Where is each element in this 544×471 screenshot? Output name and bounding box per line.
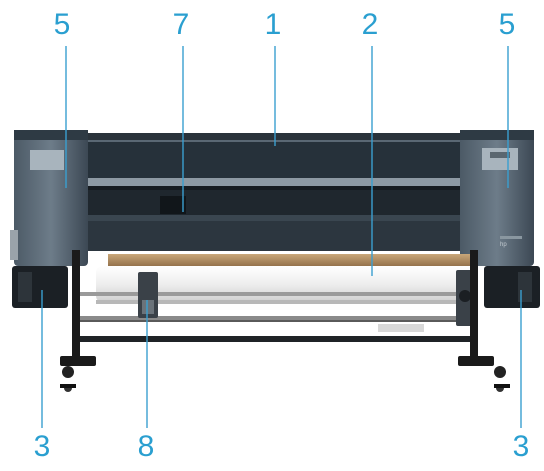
right-housing: [460, 130, 534, 266]
brand-mark: hp: [500, 242, 507, 248]
paper-roll-top: [108, 254, 476, 268]
spindle-lower: [78, 316, 474, 321]
leader-lines: [41, 46, 522, 428]
callout-7: 7: [172, 8, 190, 41]
carriage-rail-shadow: [84, 186, 464, 190]
callout-5-left: 5: [53, 8, 71, 41]
left-control-panel: [30, 150, 64, 170]
printer-top-beam: [84, 142, 464, 178]
callout-8: 8: [137, 430, 155, 463]
right-control-panel: [482, 148, 518, 170]
left-housing: [10, 130, 88, 266]
print-zone-lip: [84, 215, 464, 221]
callout-3-left: 3: [33, 430, 51, 463]
stand: [60, 250, 510, 392]
spindle-upper: [78, 292, 478, 296]
printer-illustration: hp: [10, 130, 540, 392]
lower-panel: [70, 221, 478, 251]
take-up-bar: [78, 336, 478, 342]
carriage-rail: [84, 178, 464, 186]
callout-2: 2: [361, 8, 379, 41]
callout-1: 1: [264, 8, 282, 41]
callout-3-right: 3: [512, 430, 530, 463]
carriage: [160, 196, 186, 214]
callout-5-right: 5: [498, 8, 516, 41]
